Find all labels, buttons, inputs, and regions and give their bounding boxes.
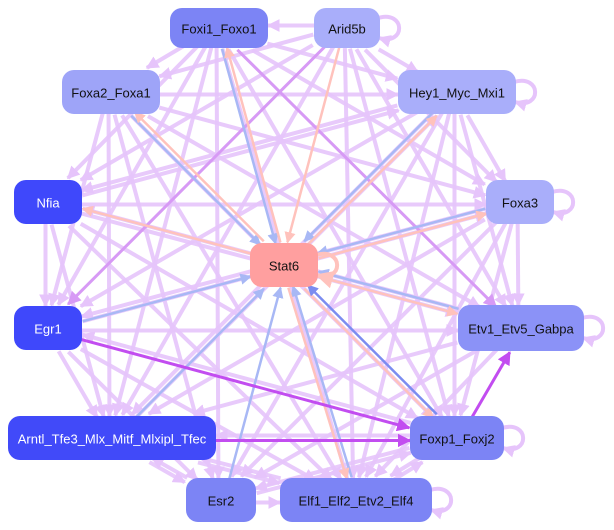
edge-Arid5b-to-Stat6 (284, 47, 341, 244)
node-box[interactable] (398, 70, 516, 114)
edge-Nfia-to-Foxp1_Foxj2 (79, 222, 419, 420)
node-label: Elf1_Elf2_Etv2_Elf4 (299, 494, 414, 509)
node-label: Egr1 (34, 322, 61, 337)
edge-Foxi1_Foxo1-to-Esr2 (211, 48, 225, 480)
edge-Foxa2_Foxa1-to-Stat6 (130, 114, 262, 246)
node-box[interactable] (486, 180, 554, 224)
edge-Foxi1_Foxo1-to-Stat6 (220, 48, 279, 245)
self-loop-Arid5b (377, 14, 402, 48)
self-loop-Foxp1_Foxj2 (501, 424, 526, 458)
edge-Arid5b-to-Foxa2_Foxa1 (158, 32, 314, 80)
edge-Esr2-to-Stat6 (228, 286, 284, 479)
edges-layer (39, 19, 525, 509)
edge-Foxa3-to-Stat6 (316, 207, 486, 257)
edge-Etv1_Etv5_Gabpa-to-Arntl (191, 340, 458, 417)
node-box[interactable] (14, 306, 82, 350)
node-box[interactable] (410, 416, 504, 460)
node-box[interactable] (458, 305, 584, 351)
edge-Egr1-to-Stat6 (82, 273, 252, 323)
node-esr2[interactable]: Esr2 (186, 478, 256, 522)
node-hey1-myc-mxi1[interactable]: Hey1_Myc_Mxi1 (398, 70, 516, 114)
edge-Stat6-to-Foxi1_Foxo1 (224, 46, 282, 243)
edge-Foxi1_Foxo1-to-Hey1_Myc_Mxi1 (266, 41, 399, 82)
edge-Arid5b-to-Etv1_Etv5_Gabpa (354, 48, 508, 308)
edge-Stat6-to-Etv1_Etv5_Gabpa (317, 275, 459, 317)
node-box[interactable] (186, 478, 256, 522)
node-label: Foxa2_Foxa1 (71, 86, 151, 101)
node-label: Foxp1_Foxj2 (419, 432, 494, 447)
node-box[interactable] (314, 8, 380, 48)
self-loop-Foxa3 (551, 188, 576, 222)
self-loop-Elf1_Elf2_Etv2_Elf4 (429, 486, 454, 520)
edge-Elf1_Elf2_Etv2_Elf4-to-Arntl (197, 454, 282, 481)
node-foxa3[interactable]: Foxa3 (486, 180, 554, 224)
node-foxi1-foxo1[interactable]: Foxi1_Foxo1 (170, 8, 268, 48)
node-label: Arid5b (328, 22, 366, 37)
node-label: Arntl_Tfe3_Mlx_Mitf_Mlxipl_Tfec (18, 432, 207, 447)
edge-Foxp1_Foxj2-to-Stat6 (306, 284, 438, 416)
node-label: Foxa3 (502, 196, 538, 211)
edge-Foxa3-to-Arntl (147, 217, 486, 416)
node-label: Esr2 (208, 494, 235, 509)
node-arid5b[interactable]: Arid5b (314, 8, 380, 48)
edge-Foxa3-to-Etv1_Etv5_Gabpa (511, 224, 525, 307)
node-foxa2-foxa1[interactable]: Foxa2_Foxa1 (62, 70, 160, 114)
edge-Arid5b-to-Hey1_Myc_Mxi1 (377, 47, 420, 74)
edge-Foxp1_Foxj2-to-Esr2 (254, 445, 410, 492)
node-box[interactable] (14, 180, 82, 224)
edge-Hey1_Myc_Mxi1-to-Nfia (80, 103, 398, 194)
node-egr1[interactable]: Egr1 (14, 306, 82, 350)
node-etv1-etv5-gabpa[interactable]: Etv1_Etv5_Gabpa (458, 305, 584, 351)
edge-Etv1_Etv5_Gabpa-to-Stat6 (317, 268, 459, 311)
node-elf1-elf2-etv2-elf4[interactable]: Elf1_Elf2_Etv2_Elf4 (280, 478, 432, 522)
edge-Foxp1_Foxj2-to-Egr1 (81, 331, 412, 425)
node-arntl[interactable]: Arntl_Tfe3_Mlx_Mitf_Mlxipl_Tfec (8, 416, 216, 460)
edge-Hey1_Myc_Mxi1-to-Egr1 (79, 110, 419, 308)
edge-Stat6-to-Foxa3 (318, 210, 488, 260)
edge-Foxi1_Foxo1-to-Foxa2_Foxa1 (145, 44, 185, 70)
edge-Elf1_Elf2_Etv2_Elf4-to-Stat6 (290, 285, 353, 478)
self-loop-Hey1_Myc_Mxi1 (513, 78, 538, 112)
edge-Egr1-to-Foxp1_Foxj2 (80, 338, 411, 432)
node-box[interactable] (62, 70, 160, 114)
edge-Esr2-to-Arntl (150, 456, 189, 480)
node-label: Nfia (36, 196, 60, 211)
node-label: Hey1_Myc_Mxi1 (409, 86, 505, 101)
edge-Stat6-to-Foxa2_Foxa1 (133, 111, 265, 243)
edge-Hey1_Myc_Mxi1-to-Foxa3 (465, 114, 507, 183)
node-label: Etv1_Etv5_Gabpa (468, 322, 574, 337)
edge-Egr1-to-Arntl (56, 350, 99, 419)
self-loops-layer (315, 14, 606, 520)
node-label: Foxi1_Foxo1 (181, 22, 256, 37)
node-nfia[interactable]: Nfia (14, 180, 82, 224)
edge-Arntl-to-Stat6 (134, 287, 265, 419)
node-label: Stat6 (269, 259, 299, 274)
edge-Foxa2_Foxa1-to-Etv1_Etv5_Gabpa (146, 114, 481, 309)
edge-Nfia-to-Hey1_Myc_Mxi1 (82, 107, 400, 198)
edge-Stat6-to-Elf1_Elf2_Etv2_Elf4 (287, 287, 350, 480)
self-loop-Etv1_Etv5_Gabpa (581, 314, 606, 348)
node-stat6[interactable]: Stat6 (250, 243, 318, 287)
edge-Hey1_Myc_Mxi1-to-Stat6 (303, 111, 435, 243)
edge-Stat6-to-Hey1_Myc_Mxi1 (306, 114, 438, 246)
edge-Foxp1_Foxj2-to-Etv1_Etv5_Gabpa (470, 351, 512, 419)
edge-Stat6-to-Nfia (81, 205, 251, 255)
node-box[interactable] (280, 478, 432, 522)
node-box[interactable] (250, 243, 318, 287)
edge-Arid5b-to-Nfia (79, 43, 314, 182)
edge-Stat6-to-Foxp1_Foxj2 (303, 287, 435, 419)
edge-Elf1_Elf2_Etv2_Elf4-to-Foxp1_Foxj2 (392, 460, 424, 482)
node-box[interactable] (8, 416, 216, 460)
edge-Foxp1_Foxj2-to-Elf1_Elf2_Etv2_Elf4 (389, 456, 421, 478)
node-box[interactable] (170, 8, 268, 48)
self-loop-Stat6 (315, 251, 340, 289)
node-foxp1-foxj2[interactable]: Foxp1_Foxj2 (410, 416, 504, 460)
